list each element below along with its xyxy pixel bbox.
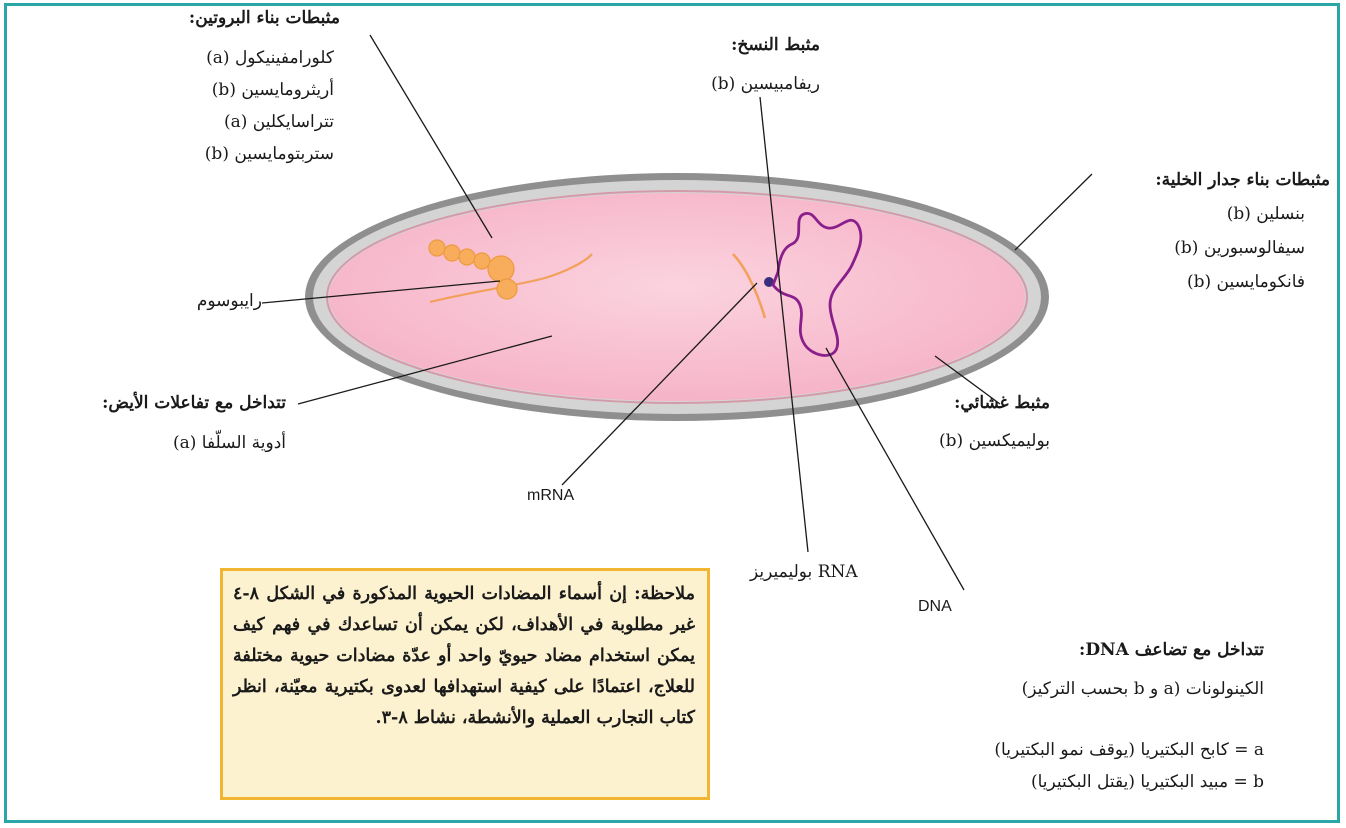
membrane-drug-1: بوليميكسين (b) <box>939 431 1050 451</box>
membrane-heading: مثبط غشائي: <box>954 393 1050 413</box>
rna-polymerase-label: RNA بوليميريز <box>750 562 858 582</box>
protein-drug-2: أريثرومايسين (b) <box>212 80 334 100</box>
protein-drug-1: كلورامفينيكول (a) <box>206 48 334 68</box>
metabolism-drug-1: أدوية السلّفا (a) <box>173 433 286 453</box>
cell-wall-drug-3: فانكومايسين (b) <box>1187 272 1305 292</box>
key-b: b = مبيد البكتيريا (يقتل البكتيريا) <box>1031 772 1264 792</box>
dna-replication-drug-1: الكينولونات (a و b بحسب التركيز) <box>1022 679 1264 699</box>
transcription-drug-1: ريفامبيسين (b) <box>711 74 820 94</box>
ribosome-label: رايبوسوم <box>197 291 262 311</box>
note-text: ملاحظة: إن أسماء المضادات الحيوية المذكو… <box>233 579 695 734</box>
cell-wall-drug-2: سيفالوسبورين (b) <box>1174 238 1305 258</box>
note-box: ملاحظة: إن أسماء المضادات الحيوية المذكو… <box>220 568 710 800</box>
cell-wall-drug-1: بنسلين (b) <box>1227 204 1305 224</box>
cell-wall-heading: مثبطات بناء جدار الخلية: <box>1155 170 1330 190</box>
cytoplasm <box>329 193 1025 401</box>
protein-drug-3: تتراسايكلين (a) <box>224 112 334 132</box>
protein-drug-4: ستربتومايسين (b) <box>205 144 334 164</box>
mrna-label: mRNA <box>527 487 574 505</box>
dna-label: DNA <box>918 598 952 616</box>
dna-replication-heading: تتداخل مع تضاعف DNA: <box>1079 640 1264 660</box>
key-a: a = كابح البكتيريا (يوقف نمو البكتيريا) <box>994 740 1264 760</box>
transcription-heading: مثبط النسخ: <box>731 35 820 55</box>
metabolism-heading: تتداخل مع تفاعلات الأيض: <box>102 393 286 413</box>
protein-synthesis-heading: مثبطات بناء البروتين: <box>189 8 340 28</box>
